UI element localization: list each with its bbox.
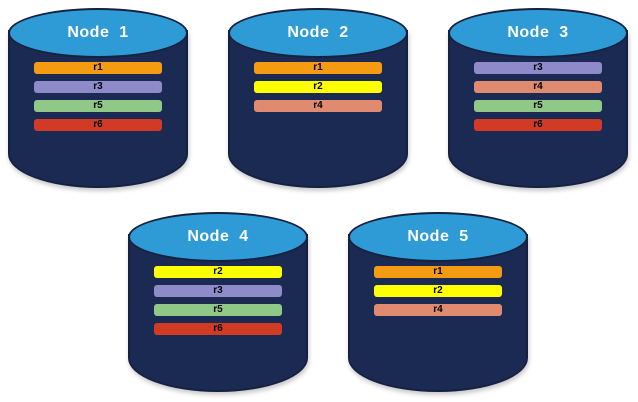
replica-bar-r6[interactable]: r6 [154,323,282,335]
replica-bar-r1[interactable]: r1 [374,266,502,278]
database-cylinder-node-4[interactable]: Node 4 r2 r3 r5 r6 [128,208,308,398]
cylinder-top-ellipse [128,212,308,262]
node-label: Node 3 [507,24,569,41]
node-label: Node 5 [407,228,469,245]
replica-bar-r3[interactable]: r3 [34,81,162,93]
replica-bar-r1[interactable]: r1 [254,62,382,74]
replica-bar-r4[interactable]: r4 [474,81,602,93]
replica-list: r2 r3 r5 r6 [154,266,282,342]
cylinder-top-ellipse [228,8,408,58]
node-label: Node 4 [187,228,249,245]
cylinder-top-ellipse [448,8,628,58]
replica-bar-r2[interactable]: r2 [154,266,282,278]
replica-bar-r5[interactable]: r5 [34,100,162,112]
database-cylinder-node-2[interactable]: Node 2 r1 r2 r4 [228,4,408,194]
replica-list: r3 r4 r5 r6 [474,62,602,138]
database-cylinder-node-1[interactable]: Node 1 r1 r3 r5 r6 [8,4,188,194]
replica-bar-r3[interactable]: r3 [154,285,282,297]
replica-bar-r6[interactable]: r6 [474,119,602,131]
replica-bar-r2[interactable]: r2 [254,81,382,93]
replica-list: r1 r2 r4 [254,62,382,119]
node-label: Node 1 [67,24,129,41]
replica-list: r1 r3 r5 r6 [34,62,162,138]
database-cylinder-node-5[interactable]: Node 5 r1 r2 r4 [348,208,528,398]
replica-bar-r3[interactable]: r3 [474,62,602,74]
replica-bar-r2[interactable]: r2 [374,285,502,297]
replica-bar-r1[interactable]: r1 [34,62,162,74]
replica-list: r1 r2 r4 [374,266,502,323]
replica-bar-r4[interactable]: r4 [374,304,502,316]
replica-bar-r5[interactable]: r5 [474,100,602,112]
replica-bar-r5[interactable]: r5 [154,304,282,316]
database-cylinder-node-3[interactable]: Node 3 r3 r4 r5 r6 [448,4,628,194]
replica-bar-r4[interactable]: r4 [254,100,382,112]
cylinder-top-ellipse [348,212,528,262]
node-label: Node 2 [287,24,349,41]
replica-bar-r6[interactable]: r6 [34,119,162,131]
cylinder-top-ellipse [8,8,188,58]
